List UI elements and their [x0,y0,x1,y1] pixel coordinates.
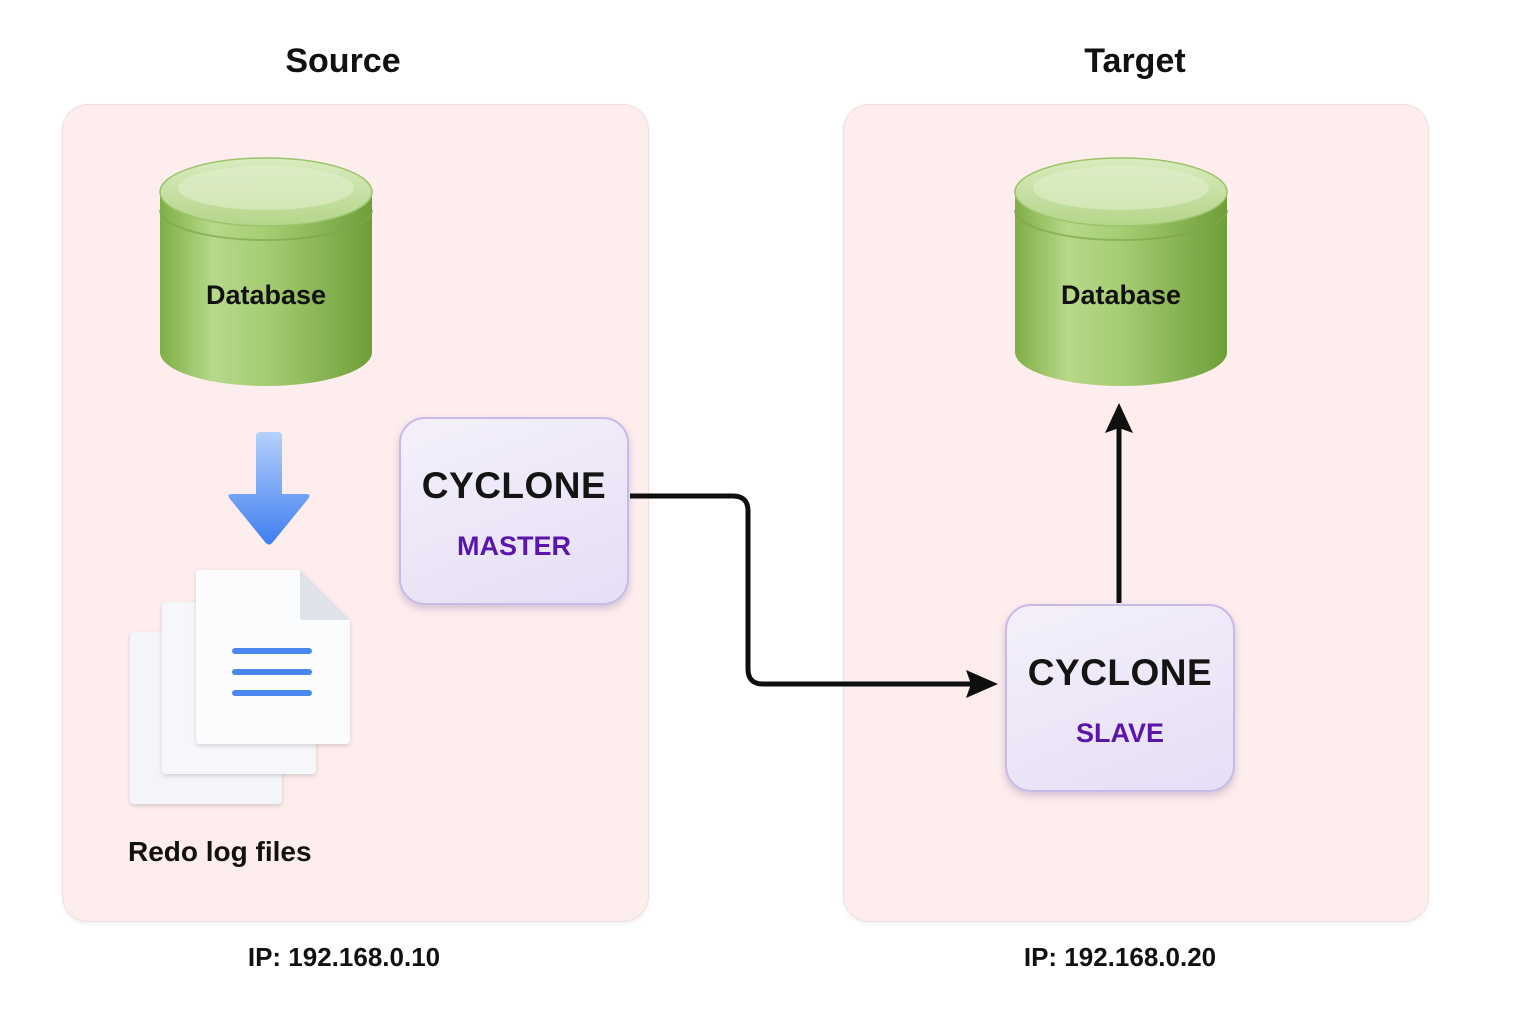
database-icon [1014,157,1228,386]
cyclone-slave-role: SLAVE [1075,718,1164,748]
slave-to-database-arrowhead [1105,403,1133,433]
cyclone-slave-title: CYCLONE [1027,652,1213,693]
cyclone-master-role: MASTER [457,531,571,561]
target-title: Target [1084,42,1186,80]
database-icon [159,157,373,386]
master-to-slave-arrowhead [966,670,998,698]
cyclone-master-title: CYCLONE [421,465,607,506]
target-database: Database [1013,152,1229,392]
target-ip: IP: 192.168.0.20 [1023,942,1217,972]
documents-icon [130,570,350,804]
cyclone-slave-box: CYCLONE SLAVE [1005,604,1235,792]
source-ip: IP: 192.168.0.10 [247,942,441,972]
source-title: Source [285,42,401,80]
redo-log-files-label: Redo log files [128,836,312,867]
source-database: Database [158,152,374,392]
cyclone-master-box: CYCLONE MASTER [399,417,629,605]
target-database-label: Database [1060,280,1182,310]
source-database-label: Database [205,280,327,310]
down-arrow-icon [228,432,310,545]
master-to-slave-connector [630,493,972,687]
